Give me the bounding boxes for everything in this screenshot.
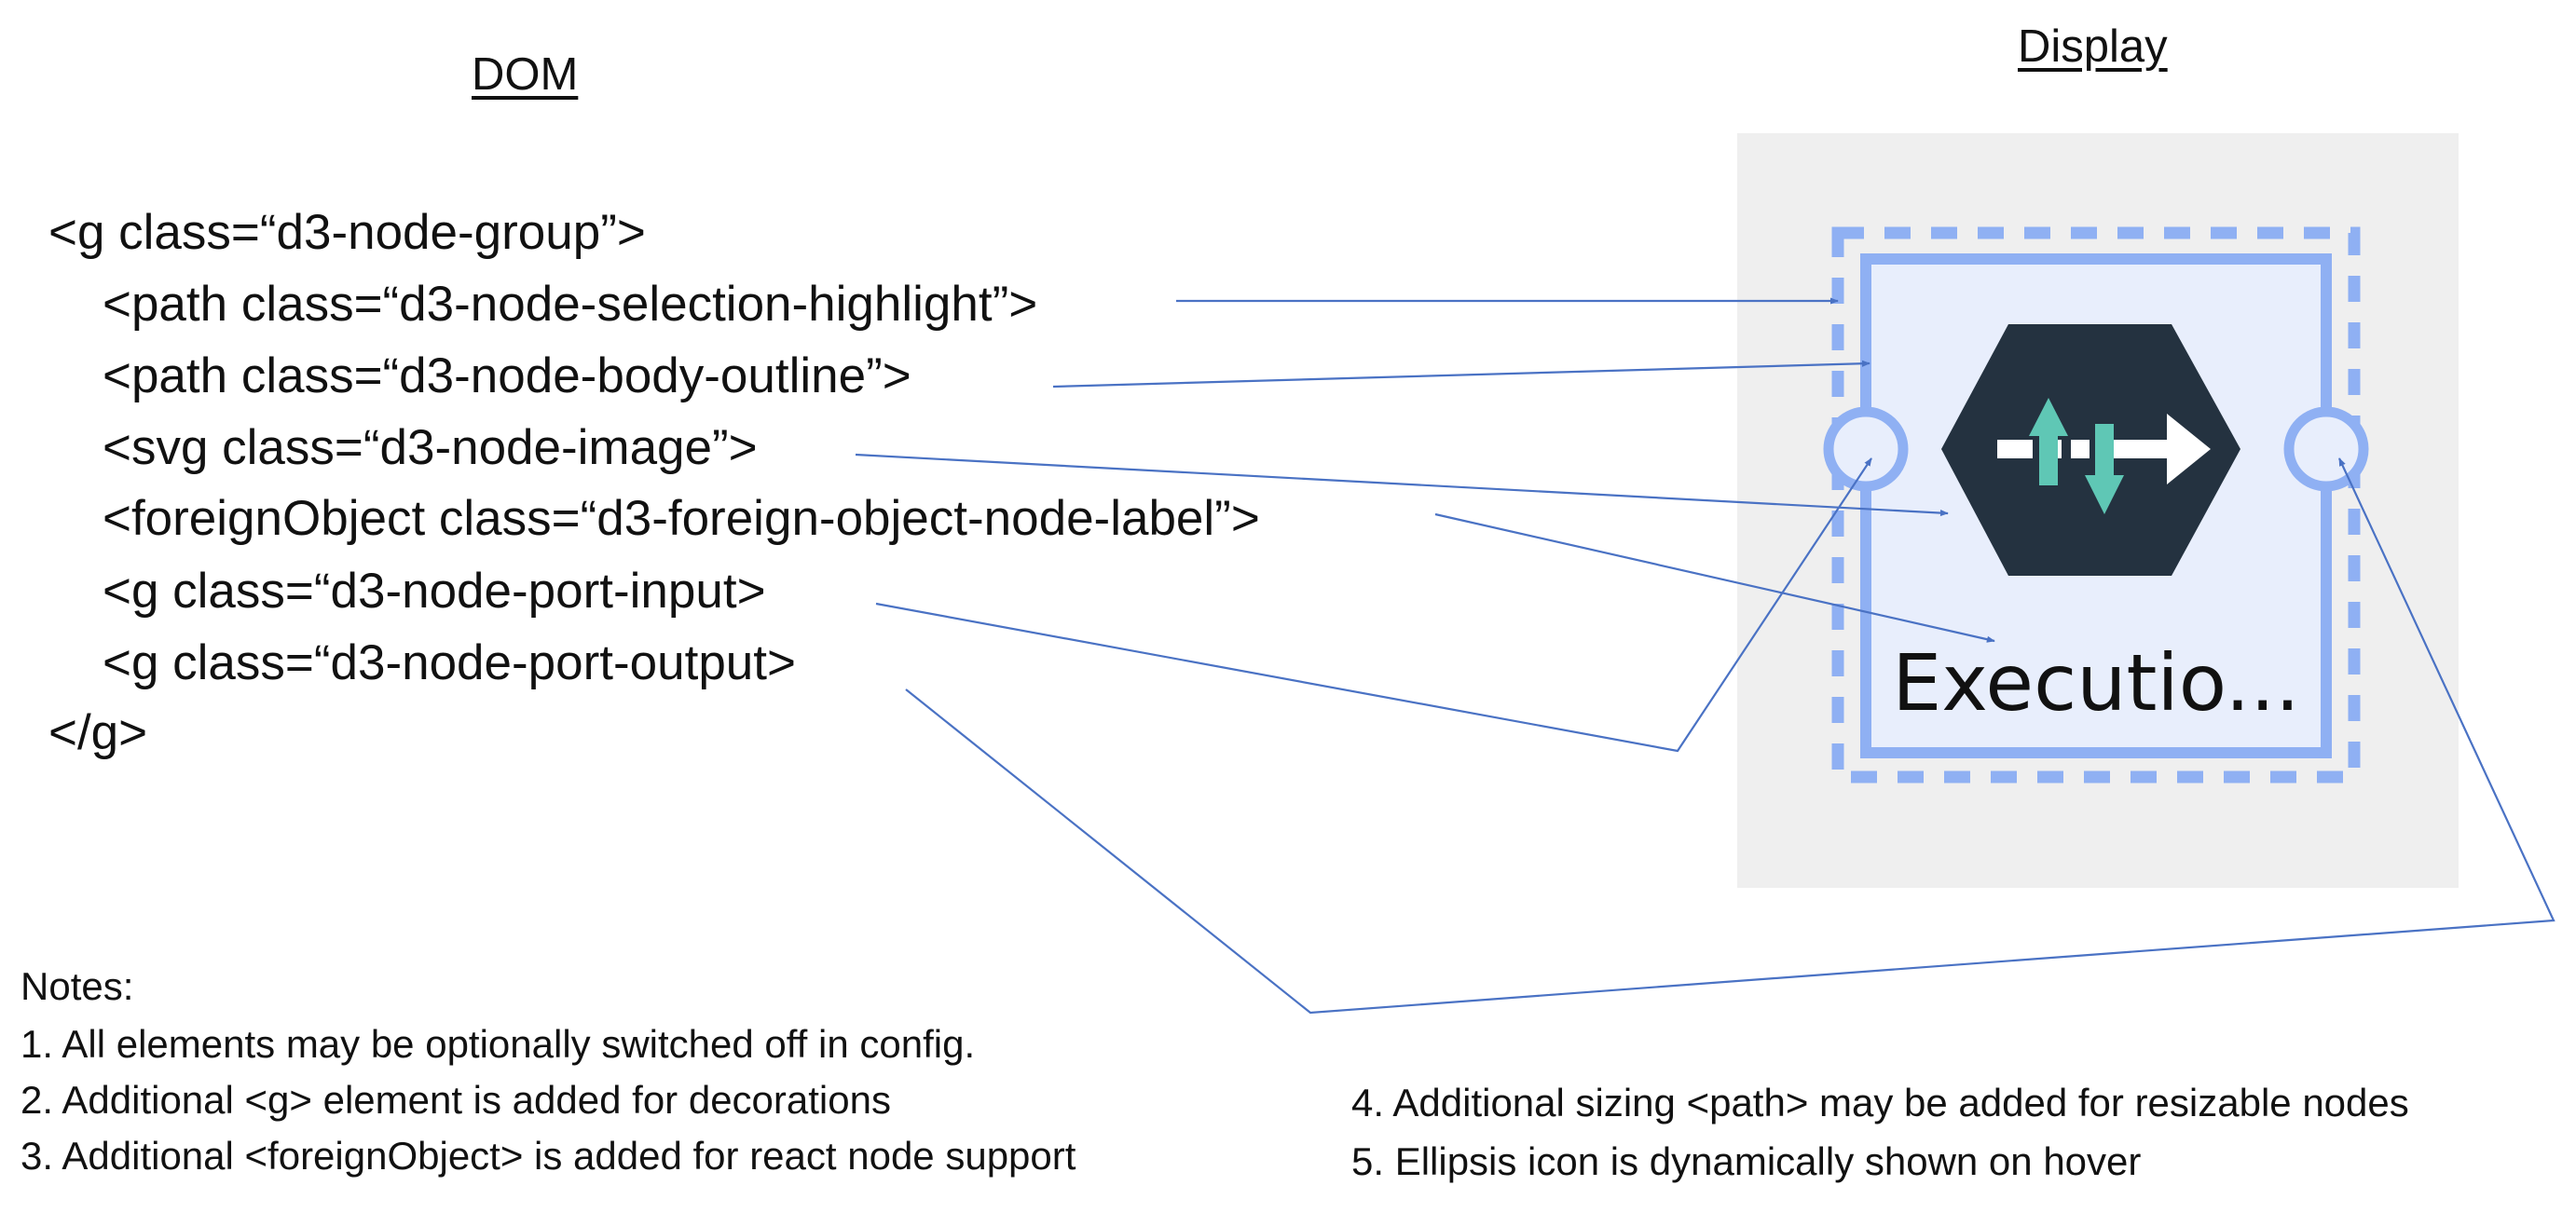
note-item-4: 4. Additional sizing <path> may be added… bbox=[1351, 1081, 2409, 1124]
dom-line-body-outline: <path class=“d3-node-body-outline”> bbox=[103, 348, 911, 403]
selection-highlight-outline bbox=[1831, 226, 2361, 784]
connector-node-image bbox=[855, 453, 1949, 517]
note-item-2: 2. Additional <g> element is added for d… bbox=[21, 1078, 891, 1122]
connector-lines bbox=[855, 297, 2555, 1015]
node-image-hexagon bbox=[1941, 324, 2240, 576]
dom-line-port-input: <g class=“d3-node-port-input> bbox=[103, 564, 766, 619]
note-item-1: 1. All elements may be optionally switch… bbox=[21, 1022, 976, 1066]
connector-body-outline bbox=[1052, 360, 1870, 388]
notes-title: Notes: bbox=[21, 964, 134, 1008]
input-port[interactable] bbox=[1823, 406, 1909, 492]
dom-line-port-output: <g class=“d3-node-port-output> bbox=[103, 635, 796, 690]
dom-heading: DOM bbox=[472, 49, 579, 100]
dom-line-node-image: <svg class=“d3-node-image”> bbox=[103, 420, 758, 475]
connector-port-output bbox=[905, 457, 2555, 1015]
output-port[interactable] bbox=[2283, 406, 2369, 492]
connector-node-label bbox=[1434, 512, 1995, 643]
note-item-3: 3. Additional <foreignObject> is added f… bbox=[21, 1134, 1076, 1178]
merge-split-arrows-icon bbox=[1941, 324, 2240, 576]
note-item-5: 5. Ellipsis icon is dynamically shown on… bbox=[1351, 1139, 2142, 1183]
node-label: Executio... bbox=[1892, 637, 2300, 729]
dom-line-node-group-close: </g> bbox=[48, 705, 148, 760]
dom-line-node-group: <g class=“d3-node-group”> bbox=[48, 205, 646, 260]
display-heading: Display bbox=[2018, 21, 2168, 72]
dom-line-node-label: <foreignObject class=“d3-foreign-object-… bbox=[103, 491, 1260, 546]
connector-port-input bbox=[875, 457, 1872, 753]
example-node[interactable]: Executio... bbox=[1823, 226, 2369, 784]
dom-line-selection-highlight: <path class=“d3-node-selection-highlight… bbox=[103, 277, 1038, 332]
